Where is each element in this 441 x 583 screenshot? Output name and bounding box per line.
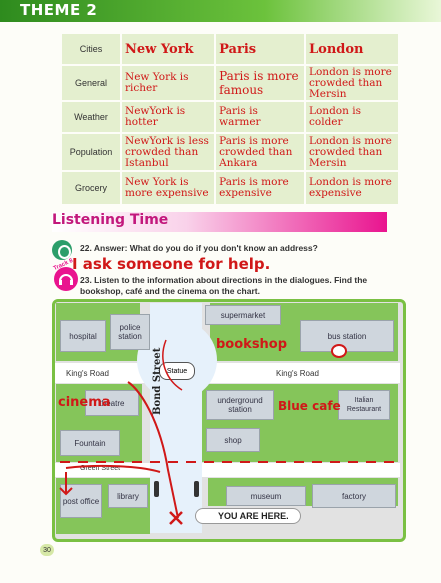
library-block: library (108, 484, 148, 508)
table-cell: Paris is more crowded than Ankara (214, 132, 307, 172)
handwritten-cafe: Blue cafe (278, 399, 341, 413)
question-23: 23. Listen to the information about dire… (80, 275, 368, 296)
comparison-table: Cities New York Paris London General New… (60, 32, 400, 206)
row-label: Population (60, 132, 122, 172)
table-row: Population NewYork is less crowded than … (60, 132, 400, 172)
table-cell: London is more expensive (304, 170, 400, 206)
table-header-label: Cities (60, 32, 122, 66)
green-street-label: Green Street (80, 465, 121, 472)
listening-time-bar (52, 212, 387, 232)
you-are-here-label: YOU ARE HERE. (195, 508, 301, 524)
handwritten-answer-22: I ask someone for help. (72, 255, 271, 273)
route-line (162, 339, 183, 391)
theatre-block: theatre (85, 390, 139, 416)
cross-mark-icon (169, 511, 183, 525)
listening-time-title: Listening Time (52, 212, 169, 228)
table-cell: Paris is more famous (214, 64, 307, 102)
table-header-cell: London (304, 32, 400, 66)
table-cell: London is more crowded than Mersin (304, 64, 400, 102)
table-cell: London is more crowded than Mersin (304, 132, 400, 172)
police-station-block: police station (110, 314, 150, 350)
green-street-road (55, 463, 400, 477)
table-row: Weather NewYork is hotter Paris is warme… (60, 100, 400, 134)
handwritten-cinema: cinema (58, 395, 111, 410)
table-cell: Paris is more expensive (214, 170, 307, 206)
fountain-block: Fountain (60, 430, 120, 456)
italian-restaurant-block: Italian Restaurant (338, 390, 390, 420)
supermarket-block: supermarket (205, 305, 281, 325)
kings-road-label-right: King's Road (276, 369, 319, 378)
handwritten-bookshop: bookshop (216, 337, 288, 352)
headphones-icon (59, 274, 73, 285)
table-header-row: Cities New York Paris London (60, 32, 400, 66)
row-label: General (60, 64, 122, 102)
traffic-light-icon (194, 481, 199, 497)
page-number: 30 (40, 544, 54, 556)
audio-track-icon[interactable] (54, 267, 78, 291)
underground-sign-icon (331, 344, 347, 358)
traffic-light-icon (154, 481, 159, 497)
table-cell: New York is more expensive (119, 170, 217, 206)
row-label: Grocery (60, 170, 122, 206)
table-row: Grocery New York is more expensive Paris… (60, 170, 400, 206)
theme-title: THEME 2 (20, 1, 98, 19)
route-line (65, 464, 161, 473)
arrow-icon (59, 472, 73, 496)
table-row: General New York is richer Paris is more… (60, 64, 400, 102)
table-cell: London is colder (304, 100, 400, 134)
theme-header-band (0, 0, 441, 22)
factory-block: factory (312, 484, 396, 508)
table-cell: New York is richer (119, 64, 217, 102)
museum-block: museum (226, 486, 306, 506)
table-header-cell: Paris (214, 32, 307, 66)
table-header-cell: New York (119, 32, 217, 66)
table-cell: NewYork is less crowded than Istanbul (119, 132, 217, 172)
shop-block: shop (206, 428, 260, 452)
row-label: Weather (60, 100, 122, 134)
ear-icon (58, 245, 71, 259)
table-cell: Paris is warmer (214, 100, 307, 134)
hospital-block: hospital (60, 320, 106, 352)
kings-road-label-left: King's Road (66, 369, 109, 378)
route-line (127, 381, 179, 519)
underground-station-block: underground station (206, 390, 274, 420)
bus-station-block: bus station (300, 320, 394, 352)
table-cell: NewYork is hotter (119, 100, 217, 134)
question-22: 22. Answer: What do you do if you don't … (80, 243, 318, 253)
